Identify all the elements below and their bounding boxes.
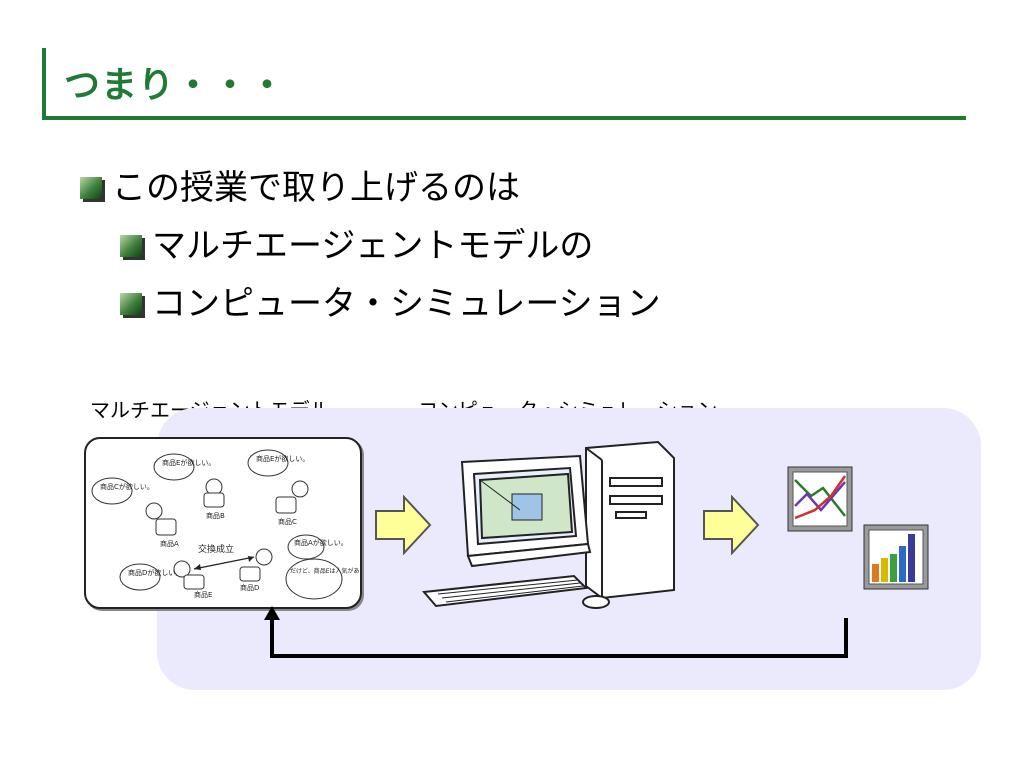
bubble-text: だけど、商品Eは人気があるから、それでもいい。 [290, 567, 360, 575]
bullet-square-icon [120, 293, 142, 315]
bullet-item-3: コンピュータ・シミュレーション [120, 284, 661, 324]
item-label: 商品C [278, 517, 297, 526]
bubble-text: 商品Cが欲しい。 [100, 482, 154, 491]
item-label: 商品D [240, 583, 259, 592]
feedback-loop-arrow [264, 606, 848, 658]
item-label: 商品A [160, 539, 179, 548]
title-underline [42, 116, 966, 120]
bubble-text: 商品Aが欲しい。 [294, 538, 348, 547]
bullet-text: マルチエージェントモデルの [152, 226, 594, 266]
bullet-text: コンピュータ・シミュレーション [152, 284, 661, 324]
bar-chart-icon [863, 524, 929, 590]
slide-title: つまり・・・ [64, 65, 287, 106]
agent-illustration-svg: 商品Cが欲しい。 商品Eが欲しい。 商品Eが欲しい。 商品Aが欲しい。 商品Dが… [91, 449, 425, 600]
bullet-square-icon [120, 235, 142, 257]
right-arrow-2 [703, 495, 760, 555]
item-label: 商品E [194, 590, 212, 599]
bubble-text: 商品Eが欲しい。 [256, 454, 309, 463]
bullet-text: この授業で取り上げるのは [112, 168, 520, 208]
computer-illustration [422, 440, 675, 609]
title-accent-bar [42, 48, 46, 120]
multi-agent-model-illustration: 商品Cが欲しい。 商品Eが欲しい。 商品Eが欲しい。 商品Aが欲しい。 商品Dが… [84, 437, 425, 609]
line-chart-icon [787, 466, 853, 532]
bubble-text: 商品Eが欲しい。 [162, 458, 215, 467]
item-label: 商品B [206, 511, 225, 520]
bullet-item-1: この授業で取り上げるのは [80, 168, 520, 208]
right-arrow-1 [375, 495, 432, 555]
exchange-label: 交換成立 [198, 543, 234, 555]
bullet-square-icon [80, 177, 102, 199]
bullet-item-2: マルチエージェントモデルの [120, 226, 593, 266]
bubble-text: 商品Dが欲しい。 [128, 568, 182, 577]
